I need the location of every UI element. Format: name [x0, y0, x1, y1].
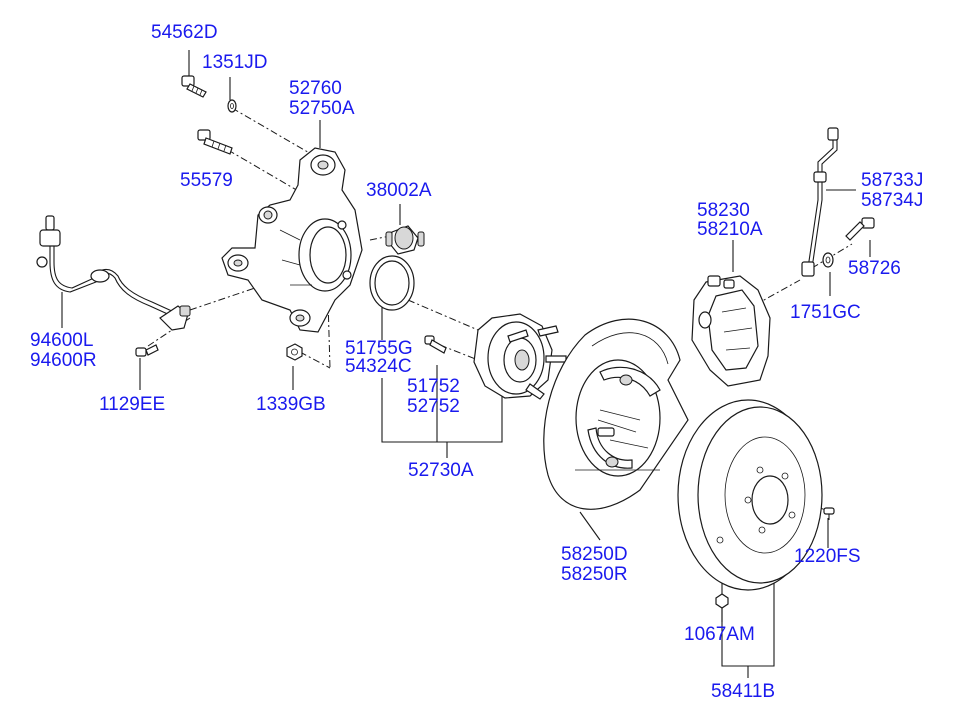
label-52730a: 52730A — [408, 460, 474, 481]
label-58210a: 58210A — [697, 219, 763, 240]
bolt-55579-icon — [197, 129, 233, 155]
hub-assembly-52730a-icon — [473, 313, 567, 400]
bolt-54562d-icon — [181, 75, 207, 98]
label-1220fs: 1220FS — [794, 546, 861, 567]
wheel-speed-sensor-icon — [36, 215, 191, 331]
caliper-58230-icon — [691, 275, 771, 387]
label-94600l: 94600L — [30, 330, 94, 351]
label-1339gb: 1339GB — [256, 394, 326, 415]
label-58230: 58230 — [697, 200, 750, 221]
seal-ring-51755g-icon — [369, 255, 415, 311]
label-58250d: 58250D — [561, 544, 628, 565]
label-1351jd: 1351JD — [202, 52, 268, 73]
label-58734j: 58734J — [861, 190, 924, 211]
label-54324c: 54324C — [345, 356, 412, 377]
washer-1751gc-icon — [822, 252, 834, 268]
bushing-38002a-icon — [385, 225, 425, 255]
screw-1220fs-icon — [823, 507, 835, 520]
brake-hose-58733j-icon — [801, 127, 839, 277]
label-52752: 52752 — [407, 396, 460, 417]
label-94600r: 94600R — [30, 350, 97, 371]
label-1751gc: 1751GC — [790, 302, 861, 323]
hub-bolt-51752-icon — [424, 335, 447, 354]
label-58411b: 58411B — [711, 681, 776, 702]
washer-1351jd-icon — [227, 99, 237, 113]
label-51755g: 51755G — [345, 338, 413, 359]
label-58733j: 58733J — [861, 170, 924, 191]
label-51752: 51752 — [407, 376, 460, 397]
label-1129ee: 1129EE — [99, 394, 166, 415]
backing-plate-58250d-icon — [543, 318, 689, 510]
label-58250r: 58250R — [561, 564, 628, 585]
label-58726: 58726 — [848, 258, 901, 279]
bolt-58726-icon — [845, 217, 875, 241]
brake-disc-58411b-icon — [677, 399, 823, 591]
nut-1339gb-icon — [286, 343, 303, 361]
nut-1067am-icon — [715, 593, 729, 609]
label-54562d: 54562D — [151, 22, 218, 43]
bolt-1129ee-icon — [135, 344, 159, 357]
label-55579: 55579 — [180, 170, 233, 191]
label-52750a: 52750A — [289, 98, 355, 119]
label-1067am: 1067AM — [684, 624, 755, 645]
knuckle-52760-icon — [221, 147, 363, 333]
label-52760: 52760 — [289, 78, 342, 99]
label-38002a: 38002A — [366, 180, 432, 201]
